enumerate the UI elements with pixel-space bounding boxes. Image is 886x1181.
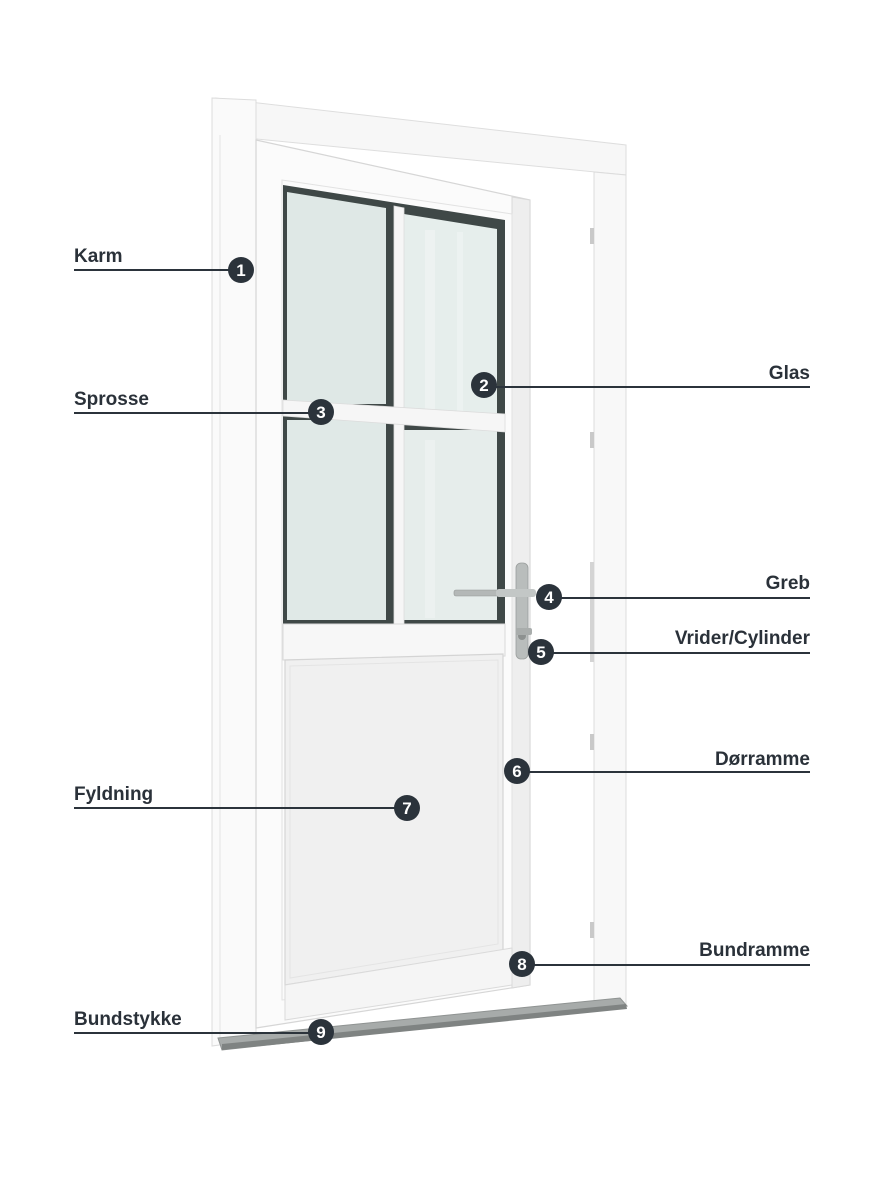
callout-number: 2 [479,376,488,395]
callout-5: 5 Vrider/Cylinder [528,628,811,665]
handle-greb [453,562,536,660]
callout-9: 9 Bundstykke [74,1009,334,1045]
callout-number: 3 [316,403,325,422]
callout-number: 1 [236,261,245,280]
callout-marker-circle [528,639,554,665]
callout-8: 8 Bundramme [509,940,810,977]
callout-label: Karm [74,246,123,267]
callout-label: Sprosse [74,389,149,410]
callout-marker-circle [308,399,334,425]
callout-marker-circle [471,372,497,398]
callout-label: Greb [766,573,810,594]
callout-marker-circle [509,951,535,977]
callout-7: 7 Fyldning [74,784,420,821]
panel-fyldning [284,653,504,986]
muntin-sprosse [282,205,506,625]
callout-number: 4 [544,588,554,607]
callout-label: Vrider/Cylinder [675,628,811,649]
callout-4: 4 Greb [536,573,810,610]
callout-3: 3 Sprosse [74,389,334,425]
callout-marker-circle [504,758,530,784]
door-leaf [255,139,531,1029]
callout-label: Bundstykke [74,1009,182,1030]
callout-2: 2 Glas [471,363,810,398]
callout-number: 8 [517,955,526,974]
callout-marker-circle [228,257,254,283]
callout-label: Fyldning [74,784,153,805]
door-illustration [211,97,629,1051]
callout-number: 6 [512,762,521,781]
callout-1: 1 Karm [74,246,254,283]
callout-marker-circle [536,584,562,610]
callout-label: Glas [769,363,810,384]
callout-marker-circle [394,795,420,821]
callout-number: 7 [402,799,411,818]
callouts: 1 Karm 2 Glas 3 Sprosse 4 Greb 5 Vrider/Cylinder 6… [74,246,811,1045]
callout-number: 5 [536,643,545,662]
callout-number: 9 [316,1023,325,1042]
callout-label: Dørramme [715,749,810,770]
callout-6: 6 Dørramme [504,749,810,784]
callout-label: Bundramme [699,940,810,961]
callout-marker-circle [308,1019,334,1045]
